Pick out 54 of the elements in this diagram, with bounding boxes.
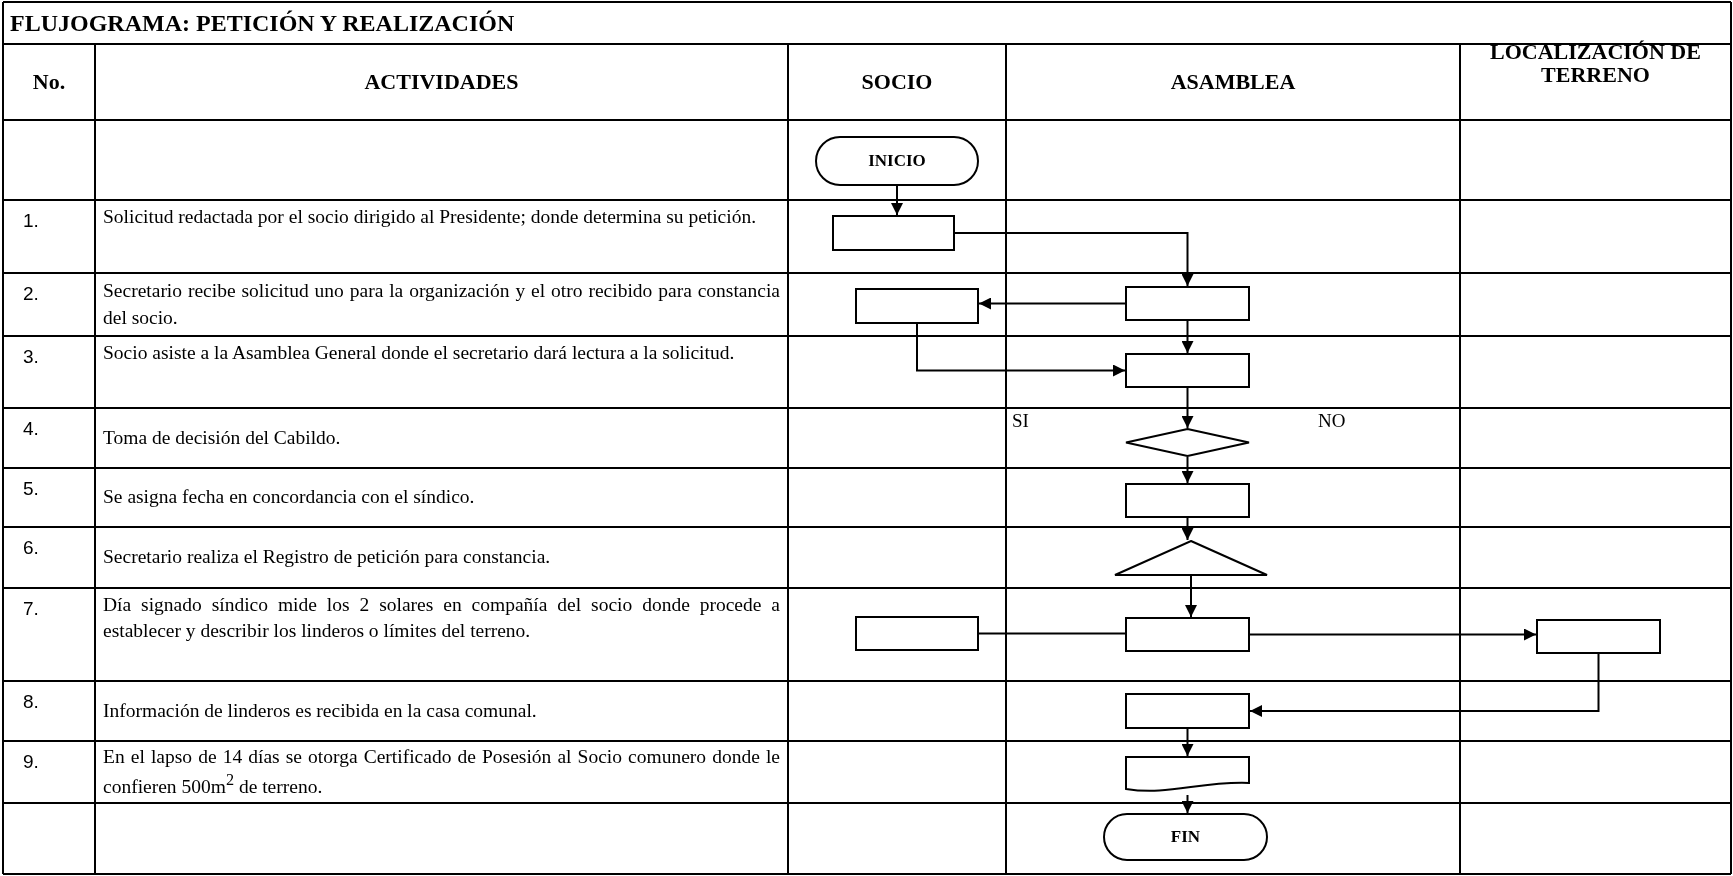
arrow: [954, 232, 1194, 287]
row-number: 7.: [23, 597, 40, 621]
activity-text: Día signado síndico mide los 2 solares en compañía del socio donde procede a establecer y describir los linderos o límites del terreno.: [103, 593, 780, 644]
arrow: [1249, 653, 1600, 717]
activity-text: En el lapso de 14 días se otorga Certificado de Posesión al Socio comunero donde le confieren 500m$^{2}$ de terreno.: [103, 745, 780, 799]
process-box: [1125, 693, 1250, 729]
column-header: ASAMBLEA: [1169, 68, 1297, 97]
row-number: 9.: [23, 750, 40, 774]
activity-text: Se asigna fecha en concordancia con el síndico.: [103, 485, 476, 510]
arrow: [1185, 575, 1197, 618]
activity-text: Secretario recibe solicitud uno para la organización y el otro recibido para constancia del socio.: [103, 279, 780, 330]
activity-text: Solicitud redactada por el socio dirigido al Presidente; donde determina su petición.: [103, 205, 758, 229]
process-box: [1125, 353, 1250, 388]
column-header: LOCALIZACIÓN DE TERRENO: [1489, 40, 1702, 90]
branch-label: NO: [1318, 410, 1346, 432]
arrow: [1181, 456, 1194, 484]
process-box: [1125, 483, 1250, 518]
column-header: SOCIO: [860, 68, 934, 97]
process-box: [855, 616, 979, 651]
row-number: 1.: [23, 209, 40, 233]
arrow: [1181, 517, 1194, 541]
activity-text: Socio asiste a la Asamblea General donde el secretario dará lectura a la solicitud.: [103, 341, 736, 365]
row-number: 6.: [23, 536, 40, 560]
arrow: [891, 185, 903, 216]
row-number: 8.: [23, 690, 40, 714]
process-box: [832, 215, 955, 251]
activity-text: Toma de decisión del Cabildo.: [103, 425, 342, 450]
process-box: [1125, 617, 1250, 652]
process-box: [1125, 286, 1250, 321]
branch-label: SI: [1012, 410, 1029, 432]
activity-text: Información de linderos es recibida en la casa comunal.: [103, 698, 538, 723]
decision-diamond: [1125, 428, 1250, 457]
arrow: [1181, 320, 1194, 354]
process-box: [855, 288, 979, 324]
column-header: ACTIVIDADES: [363, 68, 520, 97]
archive-triangle: [1114, 540, 1268, 576]
arrow: [1249, 628, 1537, 641]
document-symbol: [1125, 756, 1250, 795]
terminal-shape: INICIO: [815, 136, 979, 186]
arrow: [1181, 728, 1194, 757]
row-number: 4.: [23, 417, 40, 441]
table-title: FLUJOGRAMA: PETICIÓN Y REALIZACIÓN: [10, 8, 515, 38]
arrow: [978, 297, 1126, 310]
connector-line: [978, 632, 1126, 635]
activity-text: Secretario realiza el Registro de petición para constancia.: [103, 545, 552, 570]
row-number: 2.: [23, 282, 40, 306]
row-number: 5.: [23, 477, 40, 501]
row-number: 3.: [23, 345, 40, 369]
arrow: [1181, 387, 1194, 429]
process-box: [1536, 619, 1661, 654]
arrow: [1181, 794, 1194, 814]
arrow: [916, 323, 1126, 377]
terminal-shape: FIN: [1103, 813, 1268, 861]
column-header: No.: [31, 68, 67, 97]
